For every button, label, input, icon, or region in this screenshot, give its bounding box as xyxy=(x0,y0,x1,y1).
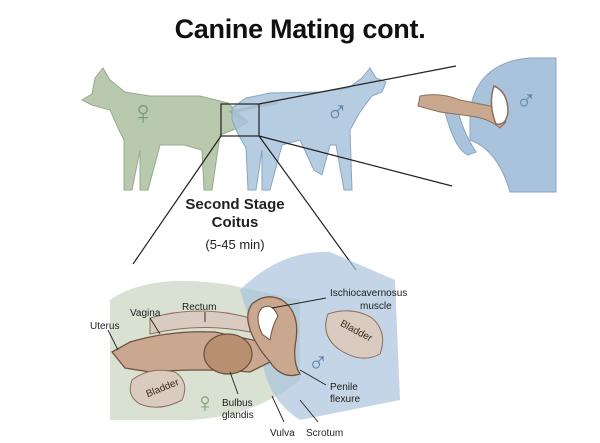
label-scrotum: Scrotum xyxy=(306,428,343,439)
zoom-line-left xyxy=(132,135,222,265)
label-bulbus-1: Bulbus xyxy=(222,398,253,409)
female-symbol-bottom: ♀ xyxy=(195,387,216,418)
label-bulbus-2: glandis xyxy=(222,410,254,421)
female-symbol-top: ♀ xyxy=(130,94,156,132)
zoom-box xyxy=(220,103,260,137)
male-symbol-top: ♂ xyxy=(326,96,349,129)
label-uterus: Uterus xyxy=(90,321,119,332)
label-ischiocavernosus-2: muscle xyxy=(360,301,392,312)
label-leader-lines xyxy=(107,297,327,423)
stage-duration: (5-45 min) xyxy=(205,237,265,252)
label-penile-1: Penile xyxy=(330,382,358,393)
zoom-line-bottom xyxy=(258,135,453,187)
label-vulva: Vulva xyxy=(270,428,295,439)
label-penile-2: flexure xyxy=(330,394,360,405)
zoom-line-top xyxy=(258,65,457,105)
zoom-line-right xyxy=(258,135,357,271)
page-title: Canine Mating cont. xyxy=(174,14,426,44)
zoom-inset xyxy=(417,57,557,193)
label-ischiocavernosus-1: Ischiocavernosus xyxy=(330,288,407,299)
label-rectum: Rectum xyxy=(182,302,216,313)
label-vagina: Vagina xyxy=(130,308,161,319)
male-symbol-bottom: ♂ xyxy=(308,347,329,378)
stage-heading: Second Stage Coitus xyxy=(160,196,310,232)
anatomy-cross-section xyxy=(110,251,400,420)
male-dog-silhouette xyxy=(231,67,387,191)
stage-heading-line2: Coitus xyxy=(211,214,259,231)
male-symbol-inset: ♂ xyxy=(516,85,537,116)
stage-heading-line1: Second Stage xyxy=(185,196,285,213)
